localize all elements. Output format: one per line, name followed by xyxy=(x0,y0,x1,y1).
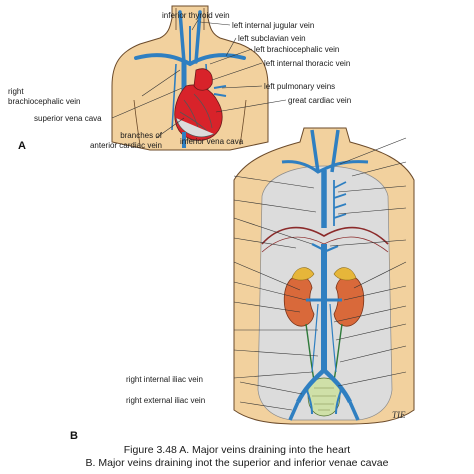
panel-a-letter: A xyxy=(18,140,26,152)
panel-b-leaders xyxy=(233,137,407,411)
caption-line1: Figure 3.48 A. Major veins draining into… xyxy=(123,444,351,456)
label-left-internal-thoracic-vein: left internal thoracic vein xyxy=(264,59,351,68)
panel-b-letter: B xyxy=(70,430,78,442)
label-left-brachiocephalic-vein: left brachiocephalic vein xyxy=(254,45,340,54)
left-kidney-b xyxy=(283,275,315,327)
subclavian-veins-a xyxy=(134,53,246,67)
label-inferior-vena-cava: inferior vena cava xyxy=(180,137,244,146)
right-adrenal-b xyxy=(333,267,357,281)
external-iliac-b xyxy=(288,401,360,421)
artist-signature: TIE xyxy=(392,410,406,420)
label-right-brachiocephalic-vein-line2: brachiocephalic vein xyxy=(8,97,81,106)
label-left-pulmonary-veins: left pulmonary veins xyxy=(264,82,336,91)
label-great-cardiac-vein: great cardiac vein xyxy=(288,96,352,105)
label-left-subclavian-vein: left subclavian vein xyxy=(238,34,306,43)
internal-iliac-b xyxy=(305,387,343,415)
subclavian-b xyxy=(281,160,369,174)
jugular-veins-a xyxy=(178,10,202,64)
diaphragm-b xyxy=(261,226,389,245)
azygos-b xyxy=(333,180,347,226)
label-inferior-thyroid-vein: inferior thyroid vein xyxy=(162,11,230,20)
hepatic-b xyxy=(311,243,339,254)
panel-a-torso xyxy=(111,5,269,151)
label-branches-line2: anterior cardiac vein xyxy=(89,141,162,150)
caption-line2: B. Major veins draining inot the superio… xyxy=(85,457,389,469)
bladder-lines-b xyxy=(312,387,336,411)
gonadal-b xyxy=(311,303,337,373)
heart-lower-a xyxy=(175,117,215,138)
pulmonary-trunk-a xyxy=(193,68,213,91)
label-right-external-iliac-vein: right external iliac vein xyxy=(126,396,206,405)
panel-a-leaders xyxy=(111,19,287,141)
label-right-brachiocephalic-vein-line1: right xyxy=(8,87,24,96)
neck-a xyxy=(175,8,205,30)
pulmonary-veins-a xyxy=(213,85,227,97)
common-iliac-b xyxy=(295,368,353,404)
armpit-lines-a xyxy=(133,99,247,146)
label-superior-vena-cava: superior vena cava xyxy=(34,114,102,123)
panel-b-torso: TIE xyxy=(233,127,415,425)
label-branches-line1: branches of xyxy=(120,131,162,140)
label-left-internal-jugular-vein: left internal jugular vein xyxy=(232,21,315,30)
label-right-internal-iliac-vein: right internal iliac vein xyxy=(126,375,203,384)
left-adrenal-b xyxy=(291,267,315,281)
right-kidney-b xyxy=(333,275,365,327)
torso-a-outline xyxy=(111,5,269,151)
